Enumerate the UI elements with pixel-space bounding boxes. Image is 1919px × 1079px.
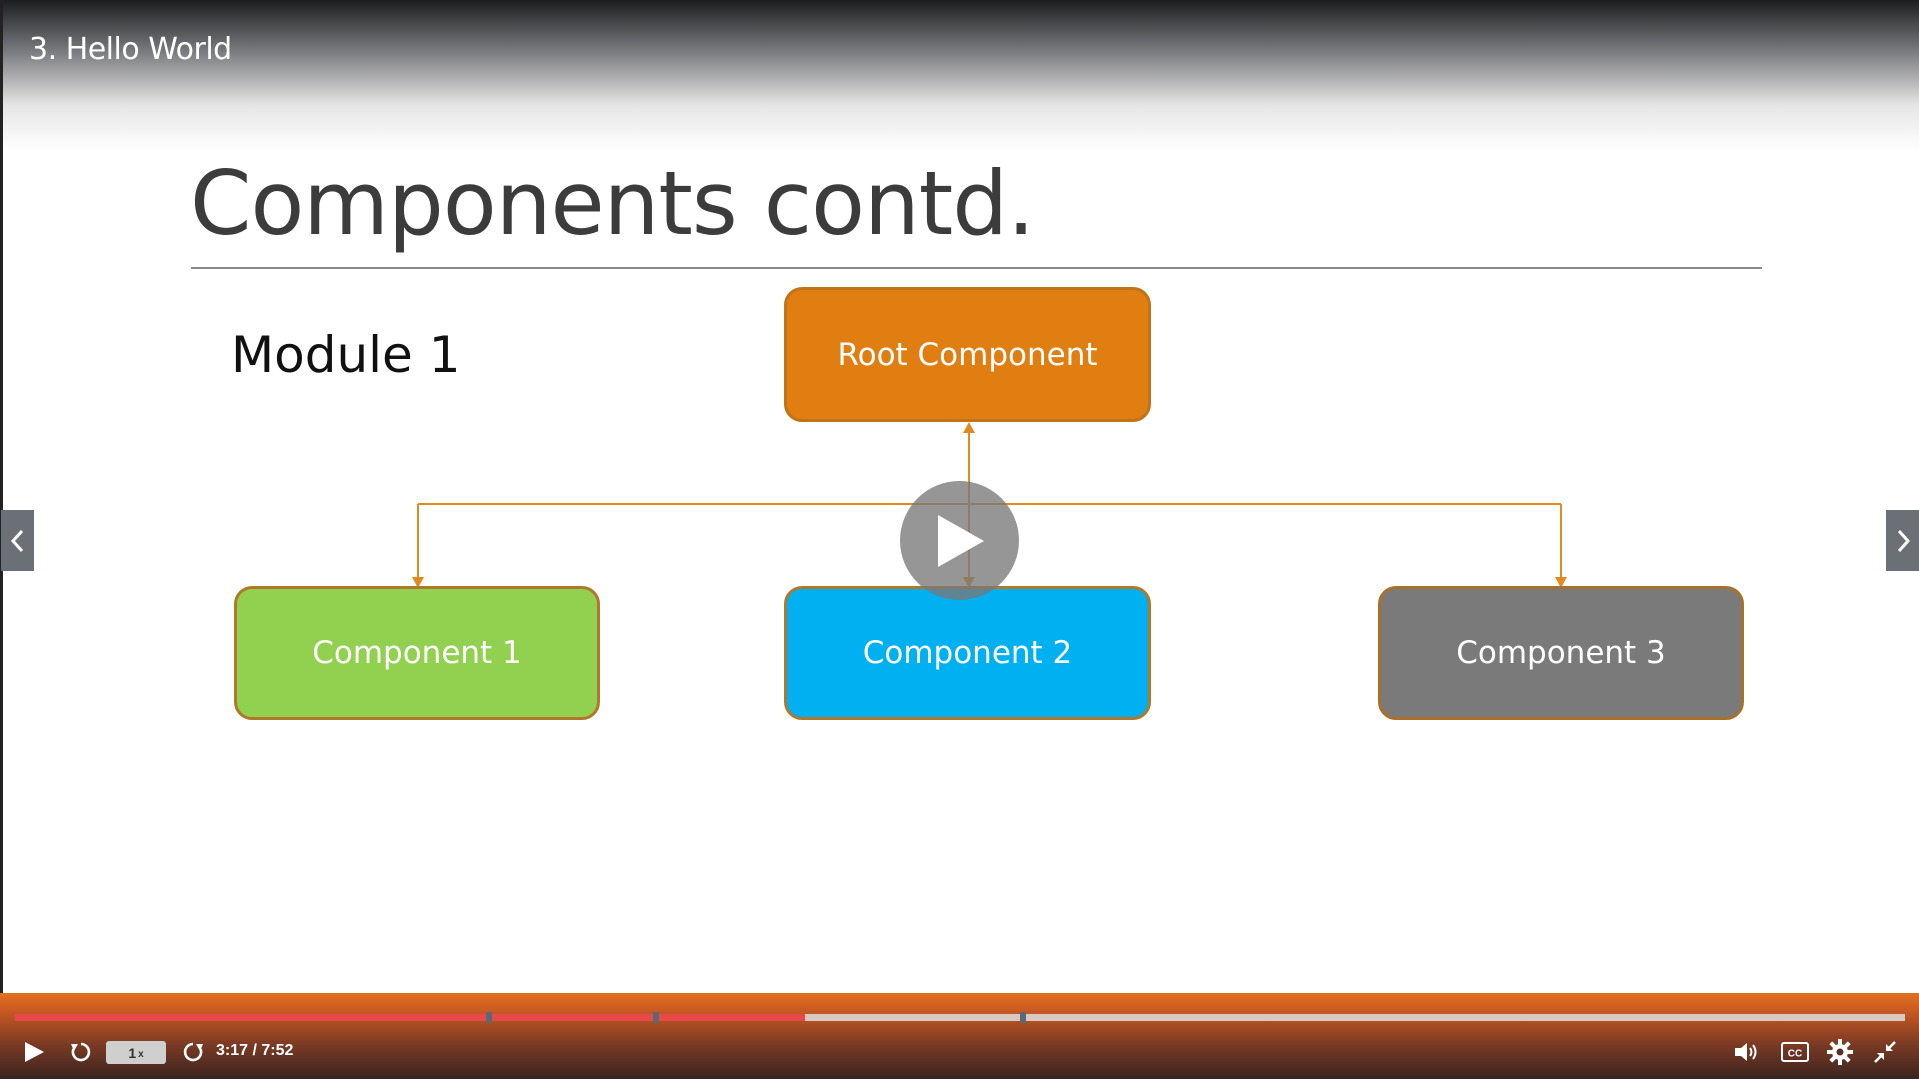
settings-button[interactable] (1824, 1036, 1856, 1068)
chapter-marker[interactable] (486, 1012, 492, 1023)
play-icon (937, 514, 984, 567)
exit-fullscreen-button[interactable] (1868, 1036, 1902, 1068)
forward-button[interactable] (178, 1036, 208, 1068)
settings-icon (1827, 1039, 1853, 1065)
center-play-button[interactable] (900, 481, 1019, 600)
chevron-left-icon (10, 529, 23, 552)
play-icon (25, 1042, 44, 1062)
chapter-marker[interactable] (1020, 1012, 1026, 1023)
previous-lecture-button[interactable] (1, 510, 34, 571)
node-component-3: Component 3 (1378, 586, 1744, 720)
slide-divider (191, 267, 1762, 269)
node-component-1: Component 1 (234, 586, 600, 720)
chevron-right-icon (1897, 529, 1910, 552)
module-label: Module 1 (231, 326, 461, 384)
progress-played (15, 1014, 806, 1021)
volume-icon (1735, 1043, 1757, 1061)
node-component-2: Component 2 (784, 586, 1151, 720)
chapter-marker[interactable] (653, 1012, 659, 1023)
progress-bar[interactable] (15, 1014, 1905, 1021)
next-lecture-button[interactable] (1886, 510, 1919, 571)
title-overlay (0, 0, 1919, 150)
volume-button[interactable] (1731, 1036, 1763, 1068)
svg-text:CC: CC (1788, 1049, 1802, 1060)
slide-title: Components contd. (190, 152, 1035, 255)
play-button[interactable] (18, 1036, 50, 1068)
captions-button[interactable]: CC (1779, 1036, 1811, 1068)
rewind-icon (71, 1042, 91, 1062)
speed-value: 1 (128, 1044, 137, 1061)
forward-icon (183, 1042, 203, 1062)
lecture-title: 3. Hello World (29, 32, 232, 67)
node-root-component: Root Component (784, 287, 1151, 422)
control-bar (0, 993, 1919, 1079)
captions-icon: CC (1781, 1042, 1809, 1062)
time-display: 3:17 / 7:52 (216, 1042, 294, 1059)
rewind-button[interactable] (66, 1036, 96, 1068)
speed-suffix: x (138, 1049, 144, 1060)
exit-fullscreen-icon (1874, 1041, 1896, 1063)
arrowhead-root (963, 422, 975, 433)
